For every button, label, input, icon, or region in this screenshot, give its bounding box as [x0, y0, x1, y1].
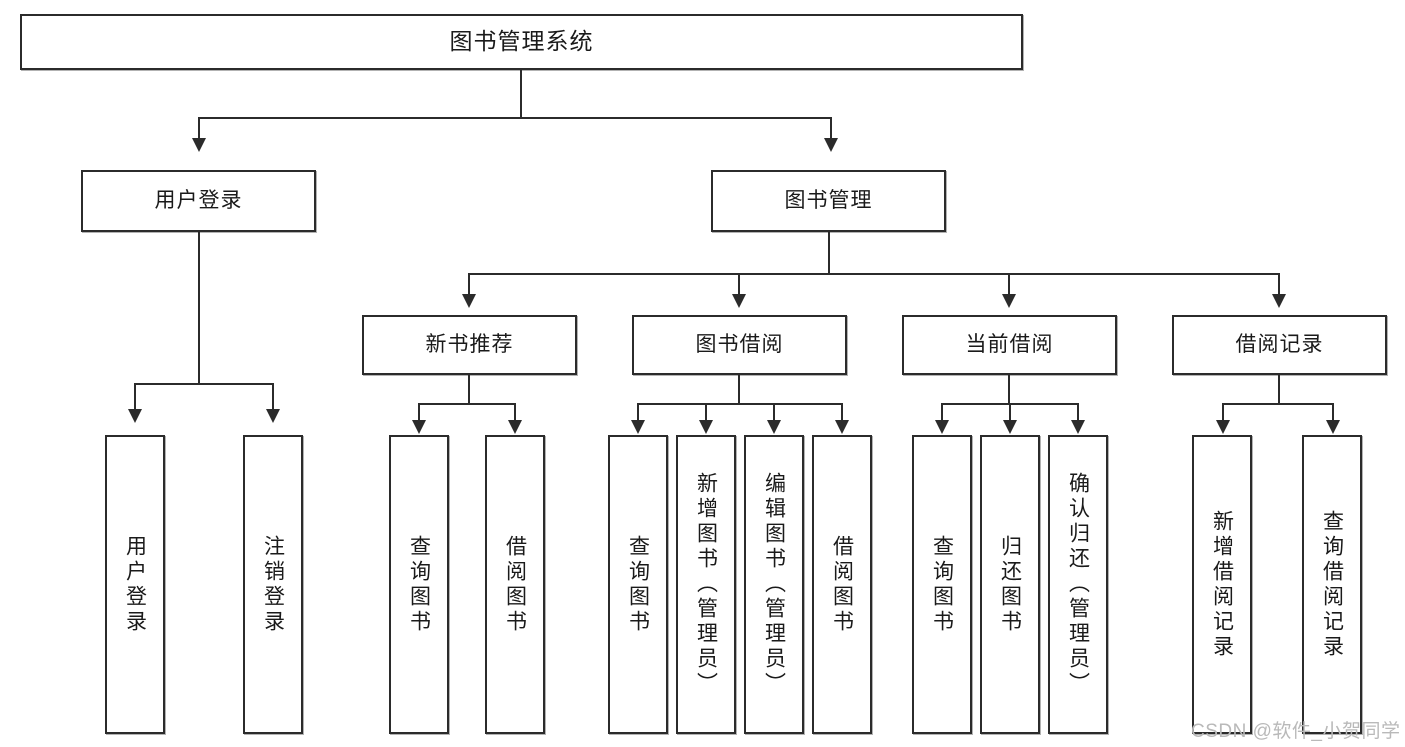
connector-borrow-to-leaf4: [841, 403, 843, 423]
leaf-borrow-borrow-book[interactable]: 借阅图书: [812, 435, 872, 734]
leaf-current-return-book[interactable]: 归还图书: [980, 435, 1040, 734]
connector-record-stem: [1278, 375, 1280, 403]
node-label: 借阅记录: [1235, 332, 1324, 356]
node-label: 查询图书: [930, 534, 954, 635]
connector-current-to-leaf1: [941, 403, 943, 423]
node-label: 查询借阅记录: [1320, 509, 1344, 660]
node-label: 用户登录: [123, 534, 147, 635]
connector-borrow-bus: [637, 403, 842, 405]
arrowhead-borrow-to-leaf3: [767, 420, 781, 434]
node-new-book-recommend[interactable]: 新书推荐: [362, 315, 577, 375]
arrowhead-current-to-leaf1: [935, 420, 949, 434]
connector-borrow-to-leaf3: [773, 403, 775, 423]
connector-root-to-bookmgmt: [830, 117, 832, 143]
node-book-management[interactable]: 图书管理: [711, 170, 946, 232]
node-label: 确认归还（管理员）: [1066, 472, 1090, 697]
connector-current-to-leaf2: [1009, 403, 1011, 423]
connector-borrow-to-leaf1: [637, 403, 639, 423]
leaf-newbook-query-book[interactable]: 查询图书: [389, 435, 449, 734]
connector-newbook-to-leaf2: [514, 403, 516, 423]
leaf-current-query-book[interactable]: 查询图书: [912, 435, 972, 734]
connector-login-to-leaf2: [272, 383, 274, 412]
node-label: 归还图书: [998, 534, 1022, 635]
connector-record-to-leaf1: [1222, 403, 1224, 423]
connector-bookmgmt-to-current: [1008, 273, 1010, 299]
connector-bookmgmt-bus: [468, 273, 1280, 275]
node-label: 借阅图书: [830, 534, 854, 635]
connector-login-bus: [134, 383, 272, 385]
arrowhead-current-to-leaf3: [1071, 420, 1085, 434]
connector-record-to-leaf2: [1332, 403, 1334, 423]
connector-borrow-to-leaf2: [705, 403, 707, 423]
node-label: 当前借阅: [965, 332, 1054, 356]
node-label: 图书管理: [784, 188, 873, 212]
connector-current-to-leaf3: [1077, 403, 1079, 423]
arrowhead-bookmgmt-to-current: [1002, 294, 1016, 308]
leaf-borrow-add-book[interactable]: 新增图书（管理员）: [676, 435, 736, 734]
node-label: 用户登录: [154, 188, 243, 212]
node-label: 查询图书: [407, 534, 431, 635]
arrowhead-borrow-to-leaf4: [835, 420, 849, 434]
leaf-newbook-borrow-book[interactable]: 借阅图书: [485, 435, 545, 734]
node-label: 图书借阅: [695, 332, 784, 356]
leaf-user-login[interactable]: 用户登录: [105, 435, 165, 734]
node-root-system[interactable]: 图书管理系统: [20, 14, 1023, 70]
arrowhead-login-to-leaf1: [128, 409, 142, 423]
connector-login-stem: [198, 232, 200, 383]
leaf-record-query-record[interactable]: 查询借阅记录: [1302, 435, 1362, 734]
arrowhead-current-to-leaf2: [1003, 420, 1017, 434]
connector-bookmgmt-to-record: [1278, 273, 1280, 299]
node-label: 新增借阅记录: [1210, 509, 1234, 660]
connector-record-bus: [1222, 403, 1332, 405]
leaf-logout[interactable]: 注销登录: [243, 435, 303, 734]
node-label: 图书管理系统: [449, 28, 594, 55]
arrowhead-bookmgmt-to-record: [1272, 294, 1286, 308]
connector-newbook-stem: [468, 375, 470, 403]
leaf-borrow-edit-book[interactable]: 编辑图书（管理员）: [744, 435, 804, 734]
connector-borrow-stem: [738, 375, 740, 403]
connector-root-stem: [520, 70, 522, 117]
node-label: 新增图书（管理员）: [694, 472, 718, 697]
arrowhead-bookmgmt-to-newbook: [462, 294, 476, 308]
arrowhead-borrow-to-leaf1: [631, 420, 645, 434]
node-borrow-record[interactable]: 借阅记录: [1172, 315, 1387, 375]
arrowhead-record-to-leaf1: [1216, 420, 1230, 434]
arrowhead-bookmgmt-to-borrow: [732, 294, 746, 308]
connector-bookmgmt-stem: [828, 232, 830, 273]
node-current-borrow[interactable]: 当前借阅: [902, 315, 1117, 375]
node-user-login[interactable]: 用户登录: [81, 170, 316, 232]
arrowhead-newbook-to-leaf1: [412, 420, 426, 434]
leaf-current-confirm-return[interactable]: 确认归还（管理员）: [1048, 435, 1108, 734]
leaf-borrow-query-book[interactable]: 查询图书: [608, 435, 668, 734]
leaf-record-add-record[interactable]: 新增借阅记录: [1192, 435, 1252, 734]
connector-login-to-leaf1: [134, 383, 136, 412]
node-label: 借阅图书: [503, 534, 527, 635]
arrowhead-root-to-bookmgmt: [824, 138, 838, 152]
node-label: 编辑图书（管理员）: [762, 472, 786, 697]
node-label: 注销登录: [261, 534, 285, 635]
arrowhead-root-to-login: [192, 138, 206, 152]
arrowhead-borrow-to-leaf2: [699, 420, 713, 434]
connector-root-bus: [198, 117, 832, 119]
arrowhead-newbook-to-leaf2: [508, 420, 522, 434]
connector-root-to-login: [198, 117, 200, 143]
node-label: 新书推荐: [425, 332, 514, 356]
arrowhead-login-to-leaf2: [266, 409, 280, 423]
node-book-borrow[interactable]: 图书借阅: [632, 315, 847, 375]
connector-newbook-bus: [418, 403, 514, 405]
node-label: 查询图书: [626, 534, 650, 635]
arrowhead-record-to-leaf2: [1326, 420, 1340, 434]
connector-bookmgmt-to-borrow: [738, 273, 740, 299]
connector-current-stem: [1008, 375, 1010, 403]
connector-newbook-to-leaf1: [418, 403, 420, 423]
connector-bookmgmt-to-newbook: [468, 273, 470, 299]
